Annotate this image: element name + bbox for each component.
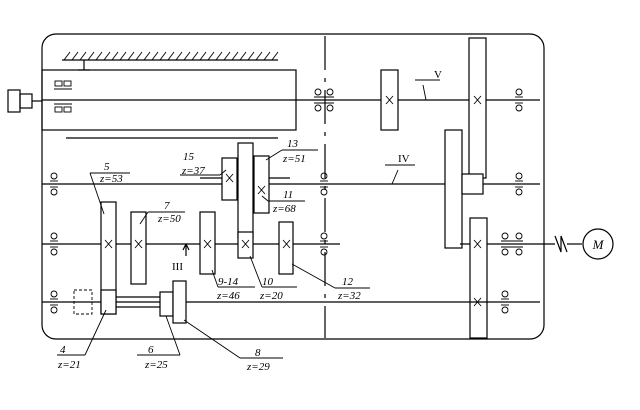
- shaft-iv-label: IV: [398, 153, 410, 165]
- gearbox-housing: [41, 33, 545, 340]
- shaft-iii-label: III: [172, 261, 183, 273]
- shaft-iv: [42, 129, 540, 249]
- gear-7-number: 7: [164, 200, 170, 212]
- spindle-bearings: [54, 80, 72, 113]
- gear-10-teeth: z=20: [259, 290, 283, 302]
- motor-label: M: [592, 237, 605, 252]
- gear-4-teeth: z=21: [57, 359, 81, 371]
- gear-12-number: 12: [342, 276, 354, 288]
- gear-11-teeth: z=68: [272, 203, 296, 215]
- shaft-v: [296, 37, 540, 179]
- gear-5-number: 5: [104, 161, 110, 173]
- gear-9-14-teeth: z=46: [216, 290, 240, 302]
- gear-8-number: 8: [255, 347, 261, 359]
- chuck: [7, 89, 42, 113]
- input-shaft: [460, 217, 582, 339]
- gear-9-14-number: 9-14: [218, 276, 239, 288]
- gear-4-number: 4: [60, 344, 66, 356]
- gear-15-number: 15: [183, 151, 195, 163]
- shaft-iii: [42, 201, 340, 315]
- gear-13-number: 13: [287, 138, 299, 150]
- gear-6-teeth: z=25: [144, 359, 168, 371]
- gear-8-teeth: z=29: [246, 361, 270, 373]
- gear-11-number: 11: [283, 189, 293, 201]
- bearings: [50, 88, 523, 314]
- gear-10-number: 10: [262, 276, 274, 288]
- gear-15-teeth: z=37: [181, 165, 205, 177]
- gear-5-teeth: z=53: [99, 173, 123, 185]
- gear-6-number: 6: [148, 344, 154, 356]
- shaft-v-label: V: [434, 69, 442, 81]
- gear-7-teeth: z=50: [157, 213, 181, 225]
- spindle-unit: [41, 51, 297, 139]
- motor: M: [582, 228, 614, 260]
- leader-lines: [57, 79, 440, 359]
- gear-13-teeth: z=51: [282, 153, 306, 165]
- lower-shaft: [42, 280, 540, 324]
- gear-12-teeth: z=32: [337, 290, 361, 302]
